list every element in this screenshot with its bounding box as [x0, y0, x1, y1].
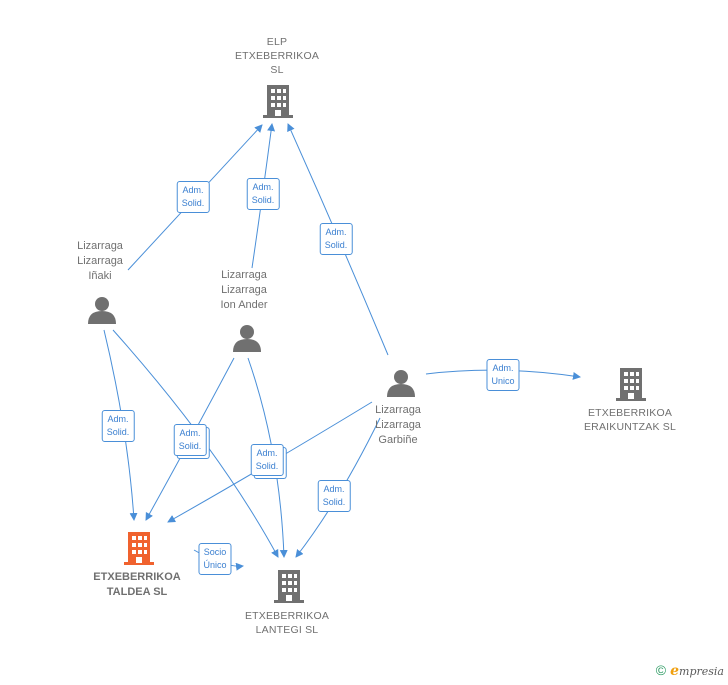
inaki-person-icon[interactable] — [88, 297, 116, 324]
lantegi-label[interactable]: ETXEBERRIKOA LANTEGI SL — [245, 609, 329, 637]
elp-label-line-1: ELP — [266, 36, 288, 48]
edge-label-garbine-eraikuntzak-line-2: Unico — [491, 376, 515, 386]
ion-ander-label[interactable]: Lizarraga Lizarraga Ion Ander — [220, 268, 267, 313]
taldea-building-icon[interactable] — [124, 532, 154, 565]
inaki-label[interactable]: Lizarraga Lizarraga Iñaki — [77, 239, 123, 284]
inaki-label-line-1: Lizarraga — [77, 240, 123, 252]
inaki-label-line-2: Lizarraga — [77, 255, 123, 267]
garbine-label-line-1: Lizarraga — [375, 404, 421, 416]
lantegi-label-line-1: ETXEBERRIKOA — [244, 610, 330, 622]
edge-label-inaki-taldea-line-2: Solid. — [106, 427, 130, 437]
edge-label-inaki-elp-line-2: Solid. — [181, 198, 205, 208]
edge-label-garbine-eraikuntzak[interactable]: Adm. Unico — [486, 359, 520, 391]
brand-logo-text: mpresia — [679, 665, 724, 678]
brand-footer[interactable]: ©empresia — [656, 662, 724, 679]
elp-label-line-3: SL — [270, 64, 284, 76]
edge-label-inaki-ion-lantegi-taldea-line-2: Solid. — [178, 441, 202, 451]
ion-ander-label-line-3: Ion Ander — [220, 299, 268, 311]
edge-label-ion-elp-line-1: Adm. — [252, 182, 274, 192]
edge-label-taldea-lantegi-line-1: Socio — [203, 547, 227, 557]
edge-label-ion-garbine-lantegi[interactable]: Adm. Solid. — [250, 444, 284, 476]
garbine-label-line-2: Lizarraga — [375, 419, 421, 431]
lantegi-label-line-2: LANTEGI SL — [255, 624, 319, 636]
edge-label-ion-garbine-lantegi-line-2: Solid. — [255, 461, 279, 471]
edge-label-inaki-elp-line-1: Adm. — [182, 185, 204, 195]
garbine-person-icon[interactable] — [387, 370, 415, 397]
ion-ander-label-line-1: Lizarraga — [221, 269, 267, 281]
eraikuntzak-label[interactable]: ETXEBERRIKOA ERAIKUNTZAK SL — [584, 406, 676, 434]
elp-label[interactable]: ELP ETXEBERRIKOA SL — [235, 35, 319, 77]
edge-label-taldea-lantegi-line-2: Único — [203, 560, 227, 570]
edge-label-garbine-lantegi[interactable]: Adm. Solid. — [317, 480, 351, 512]
eraikuntzak-label-line-2: ERAIKUNTZAK SL — [583, 421, 677, 433]
edge-label-garbine-elp-line-2: Solid. — [324, 240, 348, 250]
eraikuntzak-label-line-1: ETXEBERRIKOA — [587, 407, 673, 419]
copyright-icon: © — [655, 662, 667, 678]
edge-label-garbine-elp-line-1: Adm. — [325, 227, 347, 237]
edge-inaki-lantegi[interactable] — [112, 329, 279, 558]
ion-ander-label-line-2: Lizarraga — [221, 284, 267, 296]
edge-label-inaki-ion-lantegi-taldea[interactable]: Adm. Solid. — [173, 424, 207, 456]
garbine-label-line-3: Garbiñe — [378, 434, 418, 446]
edge-label-ion-elp-line-2: Solid. — [251, 195, 275, 205]
edge-label-garbine-lantegi-line-1: Adm. — [323, 484, 345, 494]
elp-building-icon[interactable] — [263, 85, 293, 118]
edge-label-ion-elp[interactable]: Adm. Solid. — [246, 178, 280, 210]
elp-label-line-2: ETXEBERRIKOA — [234, 50, 320, 62]
edge-label-ion-garbine-lantegi-line-1: Adm. — [256, 448, 278, 458]
edge-label-inaki-taldea[interactable]: Adm. Solid. — [101, 410, 135, 442]
edge-label-garbine-eraikuntzak-line-1: Adm. — [492, 363, 514, 373]
eraikuntzak-building-icon[interactable] — [616, 368, 646, 401]
edge-label-inaki-elp[interactable]: Adm. Solid. — [176, 181, 210, 213]
edge-label-garbine-lantegi-line-2: Solid. — [322, 497, 346, 507]
garbine-label[interactable]: Lizarraga Lizarraga Garbiñe — [375, 403, 421, 448]
brand-logo-initial: e — [670, 663, 680, 679]
ion-ander-person-icon[interactable] — [233, 325, 261, 352]
taldea-label-line-1: ETXEBERRIKOA — [93, 571, 181, 583]
edge-label-taldea-lantegi[interactable]: Socio Único — [198, 543, 232, 575]
taldea-label-line-2: TALDEA SL — [106, 586, 168, 598]
edge-label-inaki-taldea-line-1: Adm. — [107, 414, 129, 424]
edge-label-garbine-elp[interactable]: Adm. Solid. — [319, 223, 353, 255]
edge-label-inaki-ion-lantegi-taldea-line-1: Adm. — [179, 428, 201, 438]
inaki-label-line-3: Iñaki — [88, 270, 112, 282]
taldea-label[interactable]: ETXEBERRIKOA TALDEA SL — [93, 570, 180, 600]
lantegi-building-icon[interactable] — [274, 570, 304, 603]
